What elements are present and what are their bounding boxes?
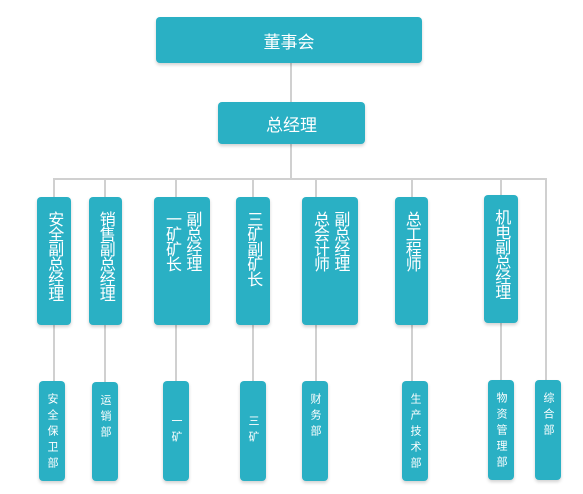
child-safety-label: 安全保卫部 [46, 393, 59, 473]
child-mine1-box: 一矿 [163, 381, 189, 481]
general-manager-box: 总经理 [218, 102, 365, 144]
general-manager-label: 总经理 [266, 115, 317, 136]
board-box: 董事会 [156, 17, 422, 63]
connector-drop-extra [545, 178, 547, 380]
connector-drop-electromech [500, 178, 502, 196]
connector-root-gm [290, 63, 292, 103]
dept-accountant-box: 副总经理 总会计师 [302, 197, 358, 325]
dept-mine3-box: 三矿副矿长 [236, 197, 270, 325]
child-engineer-box: 生产技术部 [402, 381, 428, 481]
connector-drop-mine1 [175, 178, 177, 198]
connector-bus [53, 178, 546, 180]
dept-mine1-title-1: 副总经理 [183, 211, 203, 271]
child-accountant-label: 财务部 [309, 393, 322, 441]
dept-sales-title: 销售副总经理 [96, 211, 116, 301]
child-mine1-label: 一矿 [170, 415, 183, 447]
dept-mine3-title: 三矿副矿长 [244, 211, 264, 286]
child-engineer-label: 生产技术部 [409, 393, 422, 473]
connector-child-engineer [411, 325, 413, 382]
connector-drop-accountant [315, 178, 317, 198]
extra-dept-label: 综合部 [542, 392, 555, 440]
dept-electromech-title: 机电副总经理 [492, 209, 512, 299]
connector-child-electromech [500, 323, 502, 381]
child-electromech-box: 物资管理部 [488, 380, 514, 480]
dept-safety-title: 安全副总经理 [45, 211, 65, 301]
extra-dept-box: 综合部 [535, 380, 561, 480]
dept-mine1-box: 副总经理 一矿矿长 [154, 197, 210, 325]
connector-child-mine3 [252, 325, 254, 382]
connector-child-safety [53, 325, 55, 382]
dept-accountant-title-2: 总会计师 [311, 211, 330, 271]
dept-engineer-title: 总工程师 [402, 211, 422, 271]
connector-drop-sales [104, 178, 106, 198]
child-accountant-box: 财务部 [302, 381, 328, 481]
child-sales-box: 运销部 [92, 382, 118, 481]
connector-drop-engineer [411, 178, 413, 198]
child-safety-box: 安全保卫部 [39, 381, 65, 481]
board-label: 董事会 [263, 32, 315, 53]
child-electromech-label: 物资管理部 [495, 392, 508, 472]
child-mine3-box: 三矿 [240, 381, 266, 481]
connector-child-sales [104, 325, 106, 383]
child-sales-label: 运销部 [99, 394, 112, 442]
dept-safety-box: 安全副总经理 [37, 197, 71, 325]
dept-mine1-title-2: 一矿矿长 [163, 211, 182, 271]
dept-engineer-box: 总工程师 [395, 197, 428, 325]
connector-child-mine1 [175, 325, 177, 382]
connector-child-accountant [315, 325, 317, 382]
connector-drop-mine3 [252, 178, 254, 198]
dept-electromech-box: 机电副总经理 [484, 195, 518, 323]
connector-gm-bus [290, 143, 292, 179]
dept-sales-box: 销售副总经理 [89, 197, 122, 325]
child-mine3-label: 三矿 [247, 415, 260, 447]
connector-drop-safety [53, 178, 55, 198]
dept-accountant-title-1: 副总经理 [331, 211, 351, 271]
